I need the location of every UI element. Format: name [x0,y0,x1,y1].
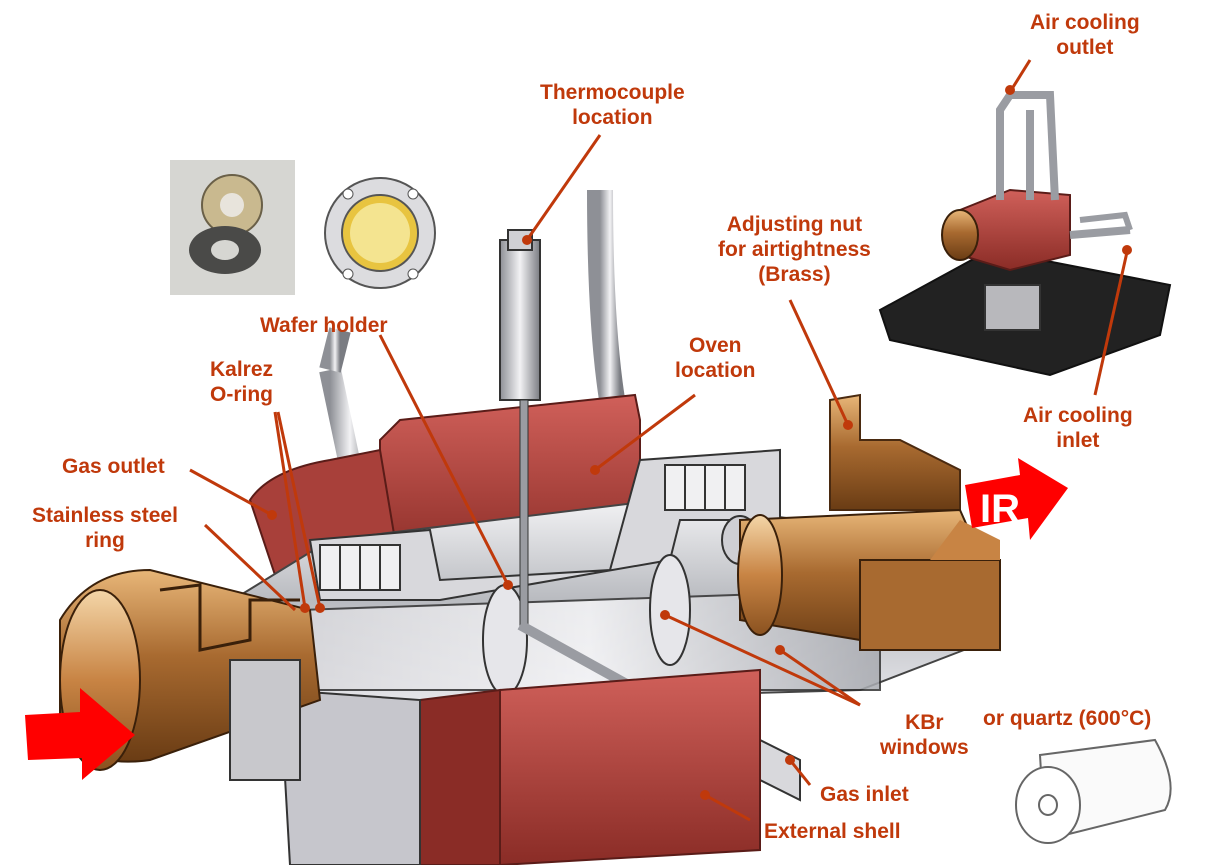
label-quartz: or quartz (600°C) [983,706,1151,731]
label-line: outlet [1056,36,1114,59]
label-line: External shell [764,820,901,843]
right-brass-nut [737,508,1001,652]
ring-photo [170,160,295,295]
label-kalrez-oring: Kalrez O-ring [210,357,273,407]
label-line: location [675,359,756,382]
label-gas-inlet: Gas inlet [820,782,909,807]
label-line: ring [85,529,125,552]
label-air-cooling-inlet: Air cooling inlet [1023,403,1133,453]
label-line: Gas inlet [820,783,909,806]
label-thermocouple: Thermocouple location [540,80,685,130]
window-flange [324,177,436,289]
label-line: inlet [1056,429,1100,452]
external-shell-bottom [278,668,761,865]
leader-lines [189,59,1129,822]
label-line: for airtightness [718,238,871,261]
label-line: Air cooling [1023,404,1133,427]
cooling-system-inset [878,85,1172,377]
label-line: Wafer holder [260,314,388,337]
gas-inlet-arrow [25,688,135,780]
label-kbr-windows: KBr windows [880,710,969,760]
label-air-cooling-outlet: Air cooling outlet [1030,10,1140,60]
leader-dots [267,235,853,800]
ir-arrow: IR [965,458,1068,540]
label-oven-location: Oven location [675,333,756,383]
label-line: or quartz (600°C) [983,707,1152,730]
ir-label: IR [980,487,1020,531]
label-line: KBr [905,711,944,734]
label-line: Gas outlet [62,455,165,478]
label-line: Air cooling [1030,11,1140,34]
label-wafer-holder: Wafer holder [260,313,388,338]
label-line: Thermocouple [540,81,685,104]
label-line: Stainless steel [32,504,178,527]
label-stainless-ring: Stainless steel ring [32,503,178,553]
label-line: Oven [688,334,742,357]
label-line: windows [880,736,969,759]
label-line: location [572,106,653,129]
quartz-window [1015,738,1172,844]
label-line: O-ring [210,383,274,406]
label-line: Adjusting nut [726,213,863,236]
label-gas-outlet: Gas outlet [62,454,165,479]
label-adjusting-nut: Adjusting nut for airtightness (Brass) [718,212,871,287]
label-line: (Brass) [758,263,831,286]
label-line: Kalrez [210,358,274,381]
label-external-shell: External shell [764,819,901,844]
